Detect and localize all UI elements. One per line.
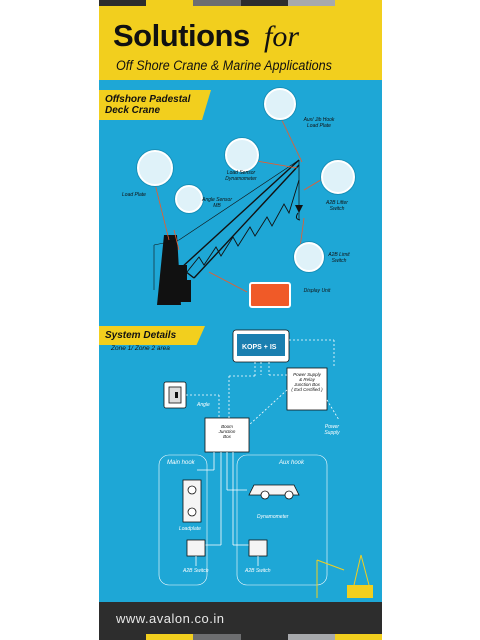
banner: Solutions for Off Shore Crane & Marine A… — [99, 0, 382, 640]
system-wiring — [158, 329, 340, 586]
a2b-switch-label-main: A2B Switch — [183, 568, 209, 574]
footer: www.avalon.co.in — [99, 602, 382, 634]
color-stripe-bottom — [99, 634, 382, 640]
aux-hook-label: Aux hook — [279, 460, 305, 466]
load-plate-aux-image — [264, 88, 296, 120]
dynamometer-image — [225, 138, 259, 172]
crane-illustration — [153, 159, 303, 305]
page-title: Solutions — [113, 18, 250, 53]
system-panel-label: System Details — [99, 326, 205, 345]
crane-panel-label: Offshore Padestal Deck Crane — [99, 90, 211, 120]
a2b-limit-switch-image — [294, 242, 324, 272]
controller-label: KOPS + IS — [242, 344, 277, 351]
diagram-graphics — [151, 109, 373, 598]
header: Solutions for Off Shore Crane & Marine A… — [99, 6, 382, 80]
color-stripe-top — [99, 0, 382, 6]
angle-label: Angle — [197, 402, 210, 408]
title-for: for — [264, 20, 300, 53]
main-hook-label: Main hook — [167, 460, 195, 466]
display-unit-image — [249, 282, 291, 308]
zone-label: Zone 1/ Zone 2 area — [111, 345, 170, 352]
callout-load-plate: Load Plate — [122, 192, 146, 198]
load-plate-image — [137, 150, 173, 186]
crane-label-line1: Offshore Padestal — [105, 94, 191, 105]
a2b-lifter-switch-image — [321, 160, 355, 194]
dynamometer-label: Dynamometer — [257, 514, 289, 520]
a2b-switch-label-aux: A2B Switch — [245, 568, 271, 574]
crane-label-line2: Deck Crane — [105, 105, 161, 116]
system-label-text: System Details — [105, 330, 177, 341]
loadplate-label: Loadplate — [179, 526, 201, 532]
mini-crane-illustration — [316, 554, 373, 598]
page-subtitle: Off Shore Crane & Marine Applications — [116, 58, 332, 73]
callout-display-unit: Display Unit — [303, 288, 331, 294]
angle-sensor-image — [175, 185, 203, 213]
website-link[interactable]: www.avalon.co.in — [116, 611, 225, 626]
